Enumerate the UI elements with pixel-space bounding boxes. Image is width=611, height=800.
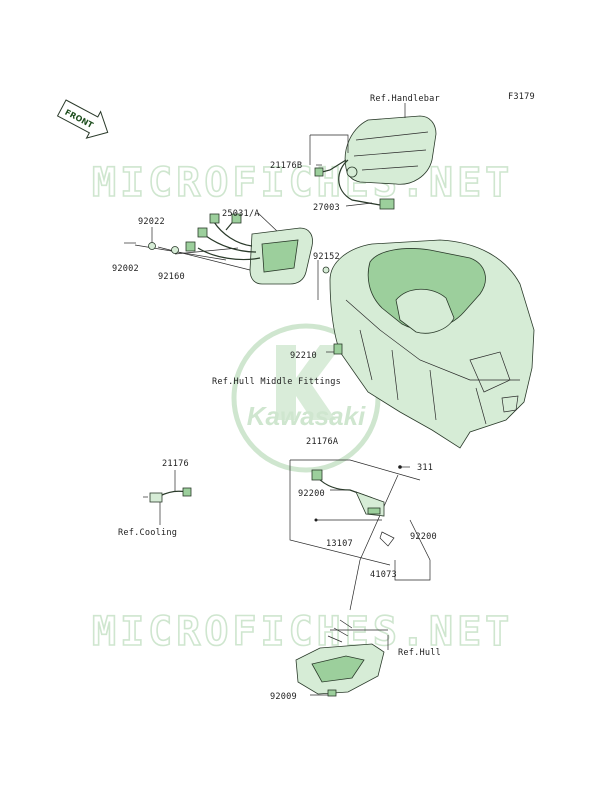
wiring-cluster [311, 465, 402, 547]
hull-middle-section [329, 239, 535, 449]
part-21176b-label: 21176B [270, 161, 302, 171]
part-92200-left-label: 92200 [298, 489, 325, 499]
part-92009-label: 92009 [270, 692, 297, 702]
watermark-top: MICROFICHES.NET [92, 160, 513, 206]
front-arrow-icon: FRONT [56, 99, 109, 139]
ref-handlebar-label: Ref.Handlebar [370, 94, 440, 104]
meter-panel [124, 213, 330, 285]
kawasaki-watermark-logo: Kawasaki [231, 323, 381, 473]
handlebar-cover [314, 115, 437, 210]
watermark-brand: Kawasaki [247, 401, 366, 431]
part-311-label: 311 [417, 463, 433, 473]
cooling-sensor [143, 487, 192, 503]
part-92002-label: 92002 [112, 264, 139, 274]
ref-hull-label: Ref.Hull [398, 648, 441, 658]
lower-hull-part [295, 619, 385, 697]
part-21176a-label: 21176A [306, 437, 339, 447]
ref-cooling-label: Ref.Cooling [118, 528, 177, 538]
ref-hull-middle-label: Ref.Hull Middle Fittings [212, 377, 341, 387]
part-13107-label: 13107 [326, 539, 353, 549]
part-92200-right-label: 92200 [410, 532, 437, 542]
part-92160-label: 92160 [158, 272, 185, 282]
part-92210-label: 92210 [290, 351, 317, 361]
part-25031a-label: 25031/A [222, 209, 260, 219]
part-92152-label: 92152 [313, 252, 340, 262]
part-21176-label: 21176 [162, 459, 189, 469]
part-41073-label: 41073 [370, 570, 397, 580]
figure-code: F3179 [508, 92, 535, 102]
watermark-bottom: MICROFICHES.NET [92, 609, 513, 655]
part-27003-label: 27003 [313, 203, 340, 213]
part-92022-label: 92022 [138, 217, 165, 227]
